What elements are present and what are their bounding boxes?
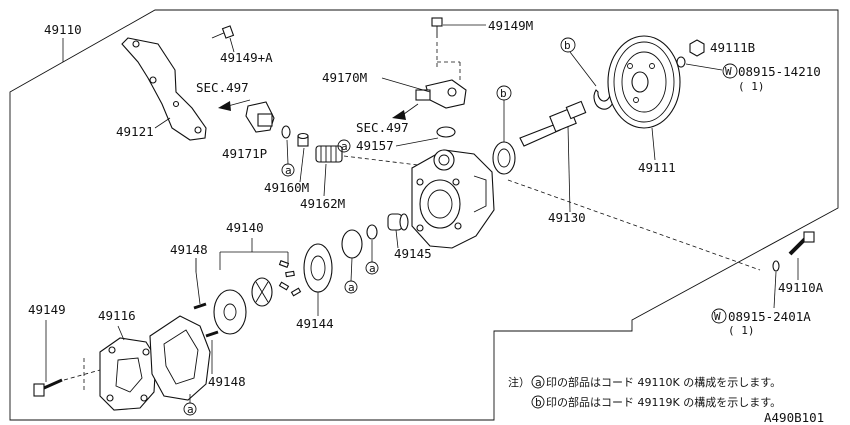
bracket-part: [121, 37, 207, 141]
callout-cover: 49116: [98, 308, 136, 323]
callout-spring: 49162M: [300, 196, 345, 211]
bolt-a: [211, 25, 235, 39]
callout-pin-upper: 49148: [170, 242, 208, 257]
marker-w-1: [722, 63, 738, 79]
callout-washer-top-qty: ( 1): [738, 80, 765, 93]
svg-text:b: b: [500, 87, 507, 100]
spring-part: [315, 145, 343, 163]
note-marker-a: [531, 375, 545, 389]
oil-seal: [492, 141, 516, 175]
svg-text:a: a: [187, 403, 194, 416]
marker-b-2: [560, 37, 576, 53]
callout-rotor-group: 49140: [226, 220, 264, 235]
callout-bracket: 49121: [116, 124, 154, 139]
sec-ref-right: SEC.497: [356, 120, 409, 135]
arrow-right: [392, 110, 406, 120]
callout-bolt-bottom: 49149: [28, 302, 66, 317]
marker-a-2: [337, 139, 351, 153]
svg-text:W: W: [725, 65, 732, 78]
callout-washer-bottom-qty: ( 1): [728, 324, 755, 337]
rotor: [251, 277, 273, 307]
svg-text:W: W: [714, 310, 721, 323]
callout-cam-ring: 49144: [296, 316, 334, 331]
cover-part: [99, 337, 157, 411]
gasket-part: [149, 315, 211, 401]
fitting-small: [297, 132, 309, 147]
connector-part: [245, 101, 275, 133]
pump-body: [411, 149, 495, 249]
callout-nut: 49111B: [710, 40, 755, 55]
bolt-bottom: [33, 378, 63, 397]
side-plate: [213, 289, 247, 335]
fitting-part: [415, 79, 467, 109]
callout-oring-left: 49160M: [264, 180, 309, 195]
callout-assembly: 49110: [44, 22, 82, 37]
callout-oring-mid: 49157: [356, 138, 394, 153]
vanes: [278, 260, 302, 297]
svg-text:b: b: [535, 396, 542, 409]
callout-valve: 49145: [394, 246, 432, 261]
note-line-1-prefix: 注）: [508, 375, 530, 389]
cam-ring: [303, 243, 333, 293]
pin-lower: [205, 330, 219, 338]
assembly-boundary: [9, 9, 839, 421]
valve-part: [387, 213, 409, 231]
svg-text:a: a: [348, 281, 355, 294]
shaft-part: [519, 100, 587, 147]
svg-text:a: a: [285, 164, 292, 177]
callout-pulley: 49111: [638, 160, 676, 175]
figure-code: A490B101: [764, 410, 824, 425]
callout-washer-top: 08915-14210: [738, 64, 821, 79]
svg-text:a: a: [341, 140, 348, 153]
callout-washer-bottom: 08915-2401A: [728, 309, 811, 324]
callout-bolt-top: 49149M: [488, 18, 533, 33]
callout-pin-lower: 49148: [208, 374, 246, 389]
nut-part: [689, 39, 705, 57]
arrow-left: [218, 101, 231, 111]
svg-text:a: a: [535, 376, 542, 389]
callout-bolt-right: 49110A: [778, 280, 824, 295]
callout-shaft: 49130: [548, 210, 586, 225]
sec-ref-left: SEC.497: [196, 80, 249, 95]
callout-fitting: 49170M: [322, 70, 367, 85]
note-line-2: 印の部品はコード 49119K の構成を示します。: [546, 395, 781, 409]
callout-bolt-a: 49149+A: [220, 50, 273, 65]
pulley-part: [607, 35, 681, 129]
svg-text:b: b: [564, 39, 571, 52]
pin-upper: [193, 302, 207, 310]
note-line-1: 印の部品はコード 49110K の構成を示します。: [546, 375, 781, 389]
note-marker-b: [531, 395, 545, 409]
callout-connector: 49171P: [222, 146, 267, 161]
marker-w-2: [711, 308, 727, 324]
svg-text:a: a: [369, 262, 376, 275]
bolt-right: [788, 231, 815, 256]
bolt-top: [431, 17, 443, 38]
